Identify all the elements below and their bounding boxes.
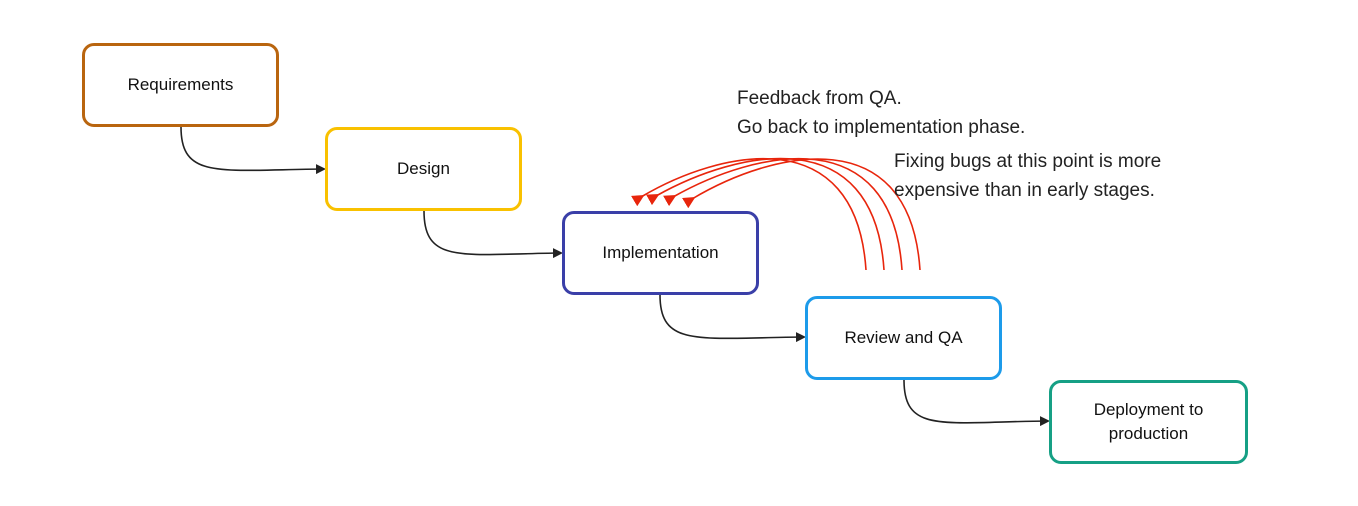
step-review-and-qa: Review and QA: [805, 296, 1002, 380]
step-deployment-label-line-2: production: [1108, 424, 1189, 443]
step-review-label-line: Review and QA: [844, 328, 963, 347]
step-design-label: Design: [397, 157, 450, 181]
step-requirements: Requirements: [82, 43, 279, 127]
feedback-annotation-line-1: Feedback from QA.: [737, 88, 902, 109]
step-requirements-label-line: Requirements: [127, 75, 234, 94]
step-implementation: Implementation: [562, 211, 759, 295]
step-deployment-label: Deployment to production: [1094, 398, 1204, 446]
step-design-label-line: Design: [397, 159, 450, 178]
feedback-annotation-line-2: Go back to implementation phase.: [737, 117, 1026, 138]
feedback-arc-4: [682, 158, 921, 271]
connector-design-to-implementation: [423, 210, 563, 259]
feedback-annotation: Feedback from QA. Go back to implementat…: [737, 84, 1025, 142]
step-deployment-label-line-1: Deployment to: [1093, 400, 1204, 419]
step-implementation-label-line: Implementation: [602, 243, 719, 262]
step-design: Design: [325, 127, 522, 211]
step-implementation-label: Implementation: [602, 241, 718, 265]
step-deployment: Deployment to production: [1049, 380, 1248, 464]
cost-annotation: Fixing bugs at this point is more expens…: [894, 147, 1161, 205]
connector-implementation-to-review: [659, 294, 806, 343]
cost-annotation-line-2: expensive than in early stages.: [894, 180, 1155, 201]
step-review-label: Review and QA: [844, 326, 962, 350]
connector-requirements-to-design: [180, 126, 326, 175]
cost-annotation-line-1: Fixing bugs at this point is more: [894, 151, 1162, 172]
connector-review-to-deployment: [903, 379, 1050, 427]
step-requirements-label: Requirements: [128, 73, 234, 97]
